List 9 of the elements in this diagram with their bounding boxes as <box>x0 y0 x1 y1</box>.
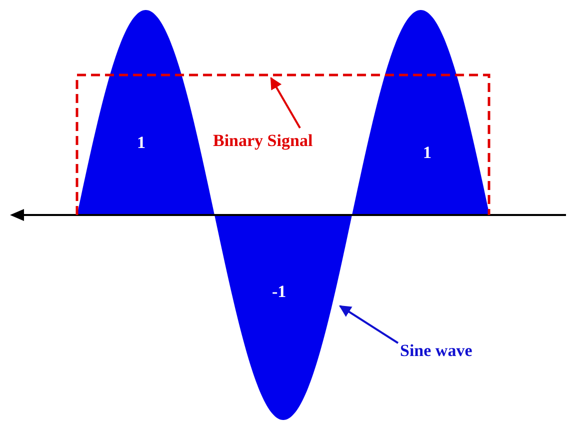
sine-wave-drawing <box>77 10 490 420</box>
value-label: -1 <box>272 282 286 302</box>
value-label: 1 <box>137 133 146 153</box>
value-label: 1 <box>423 143 432 163</box>
dashed-square-wave <box>76 74 490 215</box>
callout-text: Sine wave <box>400 341 472 361</box>
callout-text: Binary Signal <box>213 131 313 151</box>
leader-line <box>270 76 301 128</box>
leader-line <box>339 305 399 344</box>
